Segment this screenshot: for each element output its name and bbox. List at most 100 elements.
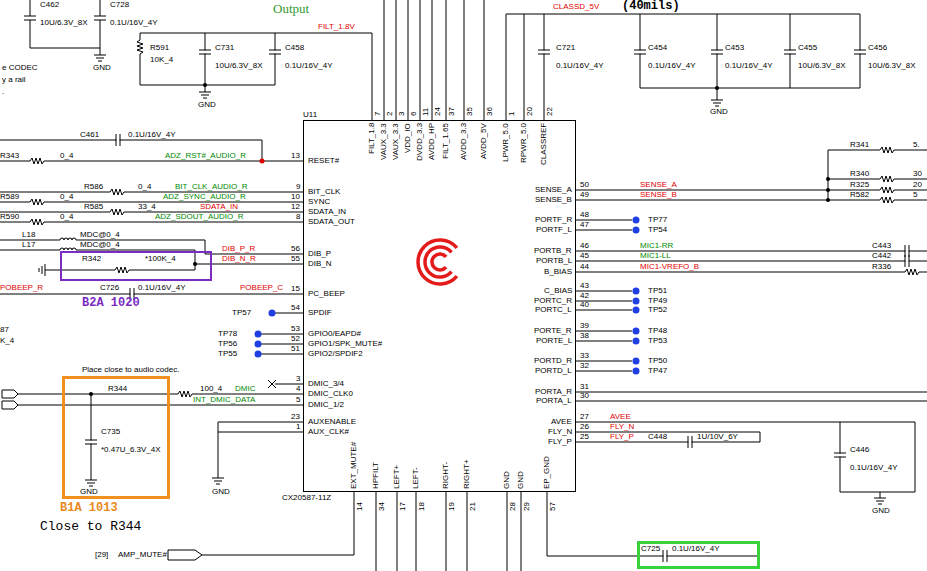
- net-label: ADZ_SDOUT_AUDIO_R: [155, 213, 243, 221]
- part-label: *0.47U_6.3V_4X: [101, 446, 161, 454]
- schematic-use: [85, 480, 97, 486]
- pin-name: LPWR_5.0: [502, 123, 510, 162]
- part-label: y a rail: [2, 76, 26, 84]
- pin-name: B_BIAS: [544, 268, 572, 276]
- part-label: .: [2, 88, 4, 96]
- net-label: AVEE: [610, 413, 631, 421]
- pin-name: SDATA_IN: [308, 208, 346, 216]
- pin-number: 10: [291, 193, 300, 201]
- pin-name: GND: [503, 471, 511, 489]
- wire-connector: [212, 264, 303, 265]
- part-label: 20: [913, 181, 922, 189]
- pin-number: 25: [580, 433, 589, 441]
- net-label: DIB_N_R: [222, 255, 256, 263]
- part-label: 10U/6.3V_8X: [215, 62, 263, 70]
- pin-name: SENSE_A: [535, 186, 572, 194]
- pin-name: SYNC: [308, 198, 330, 206]
- part-label: 0.1U/16V_4Y: [128, 131, 176, 139]
- pin-name: GND: [517, 471, 525, 489]
- net-label: FILT_1.8V: [318, 23, 355, 31]
- schematic-use: [633, 298, 640, 305]
- schematic-use: [538, 50, 550, 54]
- pin-name: VDD_IO: [404, 123, 412, 153]
- pin-name: C_BIAS: [544, 287, 572, 295]
- pin-name: DIB_P: [308, 250, 331, 258]
- net-label: ADZ_RST#_AUDIO_R: [165, 152, 246, 160]
- pin-number: 51: [291, 345, 300, 353]
- pin-name: FLY_P: [548, 438, 572, 446]
- schematic-use: [110, 209, 124, 215]
- part-label: C448: [648, 433, 667, 441]
- part-label: TP54: [648, 226, 667, 234]
- pin-name: PORTA_R: [535, 388, 572, 396]
- part-label: C454: [648, 44, 667, 52]
- pin-name: PC_BEEP: [308, 290, 345, 298]
- schematic-use: [880, 187, 894, 193]
- pin-number: 8: [296, 213, 300, 221]
- pin-name: CLASSREF: [540, 123, 548, 165]
- pin-name: LEFT+: [393, 465, 401, 489]
- resistor-callout-box: R342*100K_4B2A 1020: [60, 251, 212, 281]
- schematic-use: [178, 391, 192, 397]
- schematic-use: [199, 92, 211, 98]
- part-label: MDC@0_4: [80, 241, 120, 249]
- part-label: 10K_4: [150, 56, 173, 64]
- schematic-use: [633, 328, 640, 335]
- schematic-use: [269, 50, 281, 54]
- pin-number: 35: [466, 107, 474, 116]
- part-label: R342: [82, 255, 101, 263]
- revision-tag: B1A 1013: [60, 502, 118, 514]
- schematic-use: [137, 40, 143, 54]
- pin-number: 56: [291, 245, 300, 253]
- pin-number: 22: [546, 107, 554, 116]
- pin-name: PORTA_L: [536, 397, 572, 405]
- part-label: TP48: [648, 327, 667, 335]
- placement-note: Close to R344: [40, 520, 141, 533]
- pin-name: PORTB_R: [534, 247, 572, 255]
- schematic-use: [94, 16, 106, 20]
- pin-name: AVDD_HP: [428, 123, 436, 160]
- part-label: MDC@0_4: [80, 231, 120, 239]
- part-label: C455: [798, 44, 817, 52]
- schematic-use: [633, 338, 640, 345]
- part-label: 10U/6.3V_8X: [40, 19, 88, 27]
- net-label: FLY_N: [610, 423, 634, 431]
- schematic-use: [634, 50, 646, 54]
- part-label: TP77: [648, 216, 667, 224]
- part-label: C442: [872, 252, 891, 260]
- pin-name: PORTE_L: [536, 337, 572, 345]
- part-label: C726: [100, 284, 119, 292]
- part-label: R341: [850, 141, 869, 149]
- part-label: TP57: [232, 309, 251, 317]
- pin-number: 34: [378, 502, 386, 511]
- schematic-path: [432, 254, 446, 270]
- pin-number: 15: [291, 285, 300, 293]
- part-label: 100_4: [200, 385, 222, 393]
- schematic-use: [854, 50, 866, 54]
- pin-name: SDATA_OUT: [308, 218, 355, 226]
- pin-name: PORTB_L: [536, 257, 572, 265]
- part-label: 0.1U/16V_4Y: [725, 62, 773, 70]
- part-label: [29]: [95, 551, 108, 559]
- pin-name: DMIC_CLK0: [308, 390, 353, 398]
- part-label: 0.1U/16V_4Y: [285, 62, 333, 70]
- no-connect-mark: [268, 380, 276, 388]
- pin-name: AUXENABLE: [308, 418, 356, 426]
- part-label: GND: [212, 488, 230, 496]
- part-label: 0.1U/16V_4Y: [648, 62, 696, 70]
- pin-name: VAUX_3.3: [392, 123, 400, 160]
- schematic-use: [834, 453, 846, 457]
- part-label: 0.1U/16V_4Y: [850, 464, 898, 472]
- part-label: GND: [93, 64, 111, 72]
- pin-number: 5: [296, 396, 300, 404]
- part-label: 0_4: [60, 213, 73, 221]
- part-label: K_4: [0, 337, 14, 345]
- schematic-use: [30, 219, 44, 225]
- chip-reference: CX20587-11Z: [282, 494, 331, 502]
- pin-number: 6: [410, 112, 418, 116]
- pin-number: 13: [291, 152, 300, 160]
- pin-number: 39: [580, 322, 589, 330]
- pin-number: 1: [508, 112, 516, 116]
- part-label: R343: [0, 152, 19, 160]
- part-label: 0.1U/16V_4Y: [672, 545, 720, 553]
